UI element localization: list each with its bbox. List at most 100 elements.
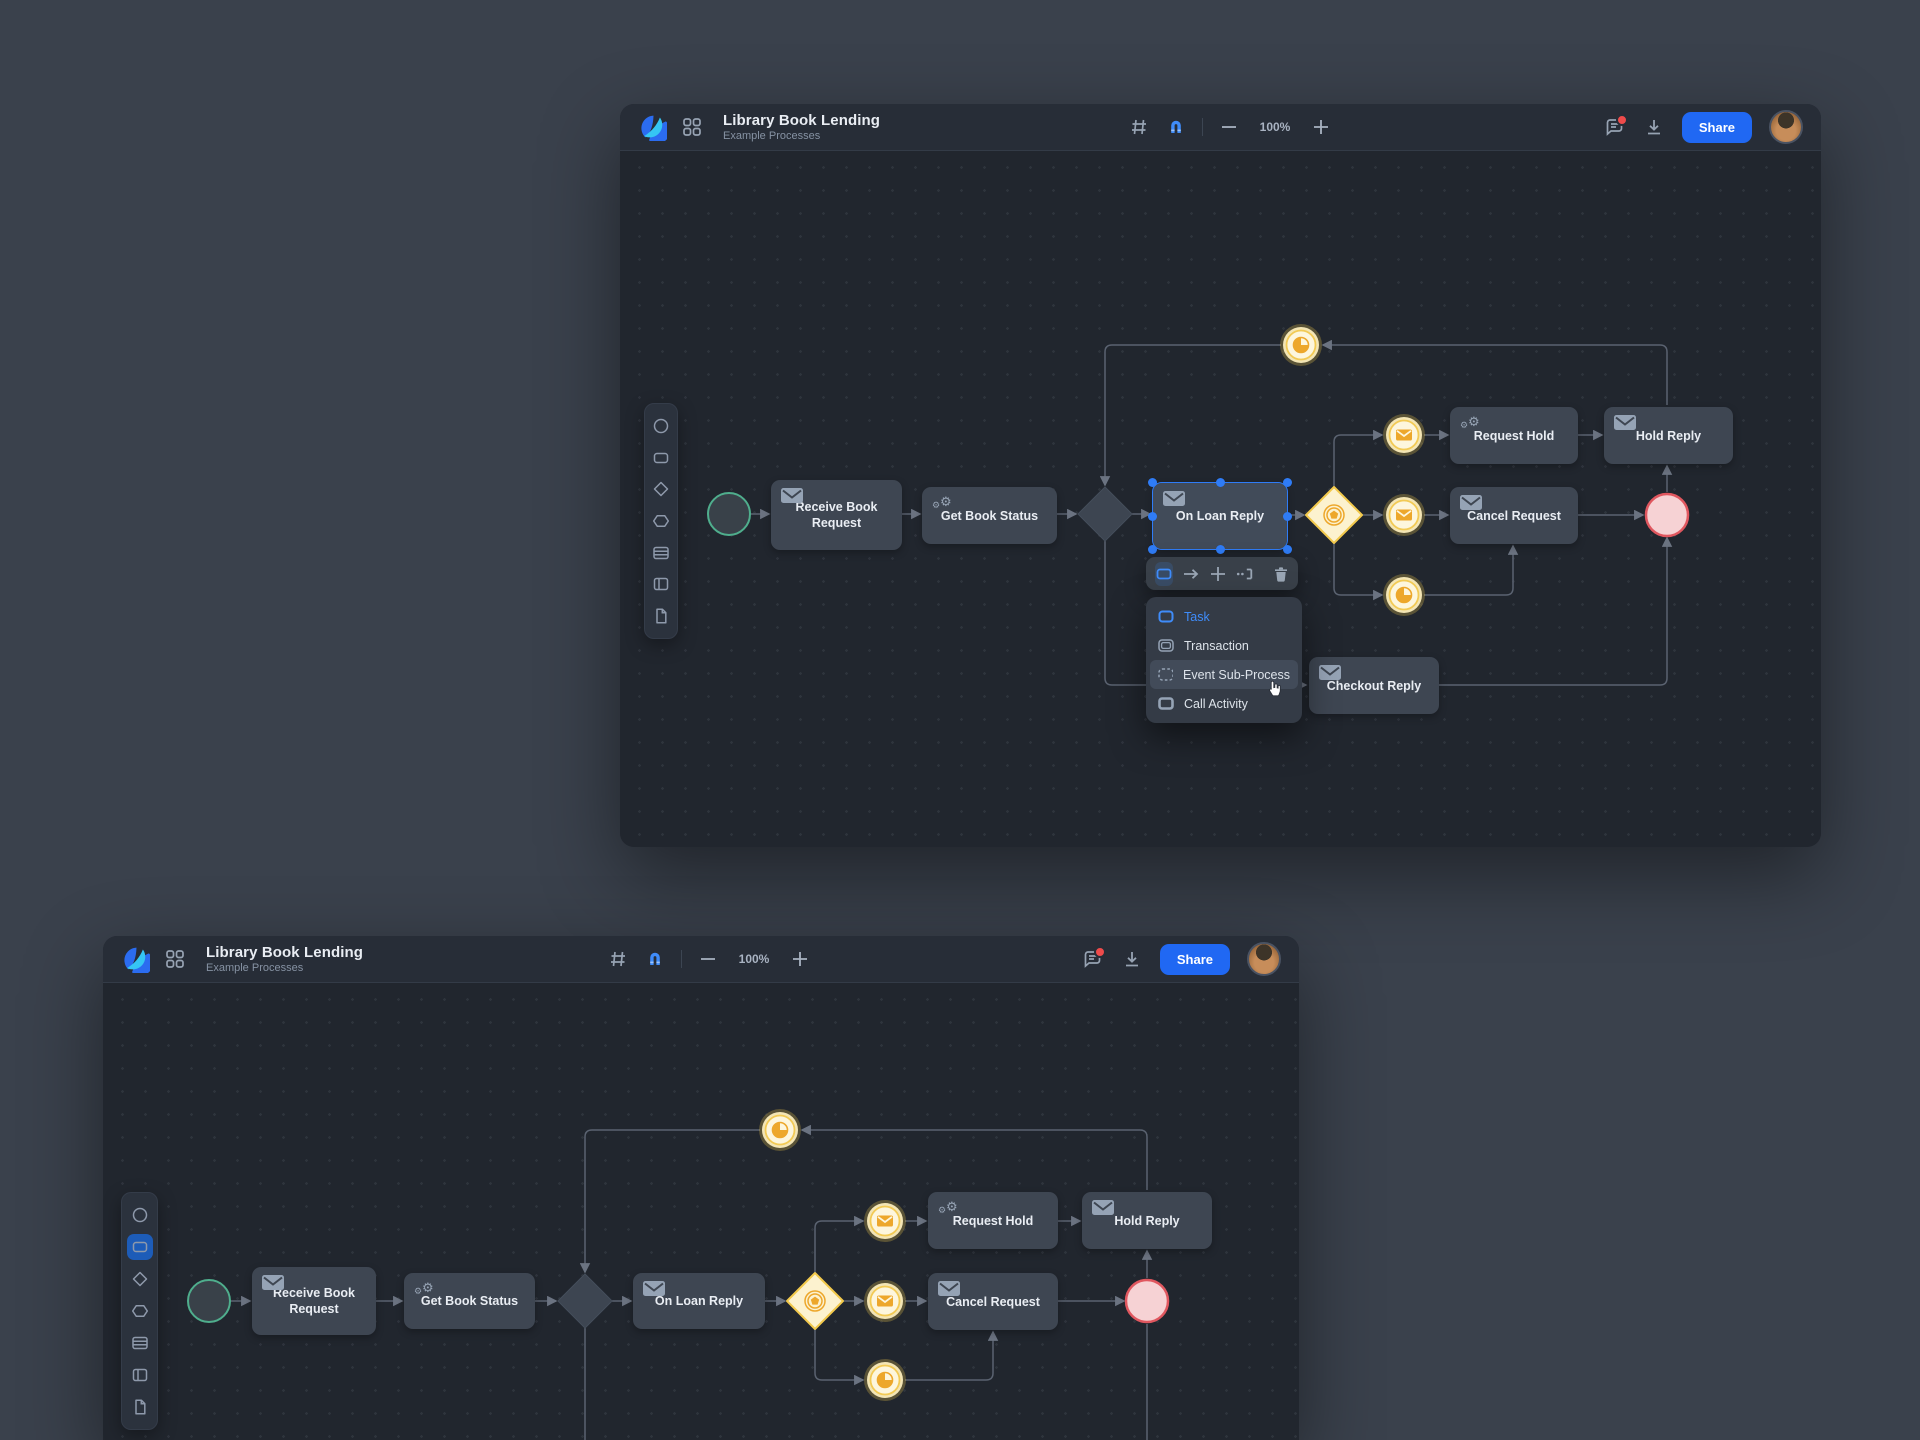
- message-catch-event[interactable]: [1382, 413, 1426, 457]
- menu-item-task[interactable]: Task: [1150, 602, 1298, 631]
- timer-event[interactable]: [1382, 573, 1426, 617]
- message-catch-event[interactable]: [1382, 493, 1426, 537]
- task-cancel-request[interactable]: Cancel Request: [928, 1273, 1058, 1330]
- event-based-gateway[interactable]: [786, 1272, 844, 1330]
- grid-toggle-icon[interactable]: [1128, 116, 1150, 138]
- comments-button[interactable]: [1082, 946, 1106, 970]
- task-label: Cancel Request: [946, 1294, 1040, 1309]
- zoom-level[interactable]: 100%: [738, 952, 770, 966]
- task-label: Get Book Status: [420, 1294, 519, 1308]
- message-catch-event[interactable]: [863, 1279, 907, 1323]
- palette-task-tool[interactable]: [648, 445, 674, 471]
- connect-arrow-button[interactable]: [1182, 564, 1200, 584]
- menu-item-transaction[interactable]: Transaction: [1150, 631, 1298, 660]
- zoom-in-button[interactable]: [1310, 116, 1332, 138]
- message-icon: [1319, 665, 1341, 680]
- zoom-out-button[interactable]: [697, 948, 719, 970]
- apps-grid-icon[interactable]: [164, 948, 186, 970]
- resize-handle-sw[interactable]: [1148, 544, 1157, 554]
- zoom-level[interactable]: 100%: [1259, 120, 1291, 134]
- event-based-gateway[interactable]: [1305, 486, 1363, 544]
- append-annotation-button[interactable]: [1236, 564, 1254, 584]
- app-header: Library Book Lending Example Processes 1…: [620, 104, 1821, 151]
- message-catch-event[interactable]: [863, 1199, 907, 1243]
- resize-handle-w[interactable]: [1148, 511, 1157, 521]
- palette-hexagon-tool[interactable]: [127, 1298, 153, 1324]
- app-logo[interactable]: [640, 114, 667, 141]
- share-button[interactable]: Share: [1681, 111, 1752, 143]
- sequence-flows[interactable]: [230, 1124, 1153, 1440]
- service-gears-icon: ⚙⚙: [938, 1200, 958, 1216]
- end-event[interactable]: [1124, 1278, 1170, 1324]
- task-request-hold[interactable]: ⚙⚙ Request Hold: [928, 1192, 1058, 1249]
- task-hold-reply[interactable]: Hold Reply: [1604, 407, 1733, 464]
- task-get-book-status[interactable]: ⚙⚙ Get Book Status: [404, 1273, 535, 1329]
- menu-item-call-activity[interactable]: Call Activity: [1150, 689, 1298, 718]
- palette-circle-tool[interactable]: [127, 1202, 153, 1228]
- resize-handle-ne[interactable]: [1282, 478, 1292, 487]
- palette-datastore-tool[interactable]: [648, 540, 674, 566]
- sequence-flows[interactable]: [751, 339, 1673, 691]
- grid-toggle-icon[interactable]: [607, 948, 629, 970]
- share-button[interactable]: Share: [1159, 943, 1230, 975]
- snap-magnet-icon[interactable]: [1165, 116, 1187, 138]
- task-request-hold[interactable]: ⚙⚙ Request Hold: [1450, 407, 1578, 464]
- palette-datastore-tool[interactable]: [127, 1330, 153, 1356]
- palette-hexagon-tool[interactable]: [648, 508, 674, 534]
- message-icon: [938, 1281, 960, 1296]
- task-cancel-request[interactable]: Cancel Request: [1450, 487, 1578, 544]
- palette-pool-tool[interactable]: [127, 1362, 153, 1388]
- task-get-book-status[interactable]: ⚙⚙ Get Book Status: [922, 487, 1057, 544]
- download-button[interactable]: [1121, 948, 1143, 970]
- start-event[interactable]: [707, 492, 751, 536]
- menu-item-event-sub-process[interactable]: Event Sub-Process: [1150, 660, 1298, 689]
- merge-gateway[interactable]: [1077, 486, 1133, 542]
- snap-magnet-icon[interactable]: [644, 948, 666, 970]
- notification-dot: [1615, 114, 1628, 126]
- end-event[interactable]: [1644, 492, 1690, 538]
- task-on-loan-reply[interactable]: On Loan Reply: [633, 1273, 765, 1329]
- header-divider: [681, 950, 682, 968]
- document-subtitle: Example Processes: [206, 961, 304, 974]
- message-icon: [643, 1281, 665, 1296]
- task-label: On Loan Reply: [654, 1294, 744, 1308]
- task-hold-reply[interactable]: Hold Reply: [1082, 1192, 1212, 1249]
- document-title[interactable]: Library Book Lending: [723, 111, 881, 129]
- timer-event-loop[interactable]: [758, 1108, 802, 1152]
- palette-task-tool-selected[interactable]: [126, 1234, 153, 1260]
- palette-gateway-tool[interactable]: [127, 1266, 153, 1292]
- apps-grid-icon[interactable]: [681, 116, 703, 138]
- resize-handle-nw[interactable]: [1148, 478, 1157, 487]
- start-event[interactable]: [187, 1279, 231, 1323]
- resize-handle-se[interactable]: [1282, 544, 1292, 554]
- delete-button[interactable]: [1272, 564, 1290, 584]
- comments-button[interactable]: [1604, 114, 1628, 138]
- palette-document-tool[interactable]: [127, 1394, 153, 1420]
- palette-circle-tool[interactable]: [648, 413, 674, 439]
- change-shape-button[interactable]: [1155, 561, 1173, 586]
- resize-handle-n[interactable]: [1215, 478, 1225, 487]
- zoom-in-button[interactable]: [789, 948, 811, 970]
- app-logo[interactable]: [123, 946, 150, 973]
- document-title[interactable]: Library Book Lending: [206, 943, 364, 961]
- resize-handle-s[interactable]: [1215, 544, 1225, 554]
- timer-event-loop[interactable]: [1279, 323, 1323, 367]
- palette-gateway-tool[interactable]: [648, 476, 674, 502]
- task-on-loan-reply-selected[interactable]: On Loan Reply: [1148, 478, 1292, 554]
- palette-document-tool[interactable]: [648, 603, 674, 629]
- avatar[interactable]: [1769, 110, 1803, 144]
- task-checkout-reply[interactable]: Checkout Reply: [1309, 657, 1439, 714]
- add-element-button[interactable]: [1209, 564, 1227, 584]
- download-button[interactable]: [1643, 116, 1665, 138]
- palette-pool-tool[interactable]: [648, 571, 674, 597]
- merge-gateway[interactable]: [557, 1273, 613, 1329]
- zoom-out-button[interactable]: [1218, 116, 1240, 138]
- timer-event[interactable]: [863, 1358, 907, 1402]
- avatar[interactable]: [1247, 942, 1281, 976]
- resize-handle-e[interactable]: [1282, 511, 1292, 521]
